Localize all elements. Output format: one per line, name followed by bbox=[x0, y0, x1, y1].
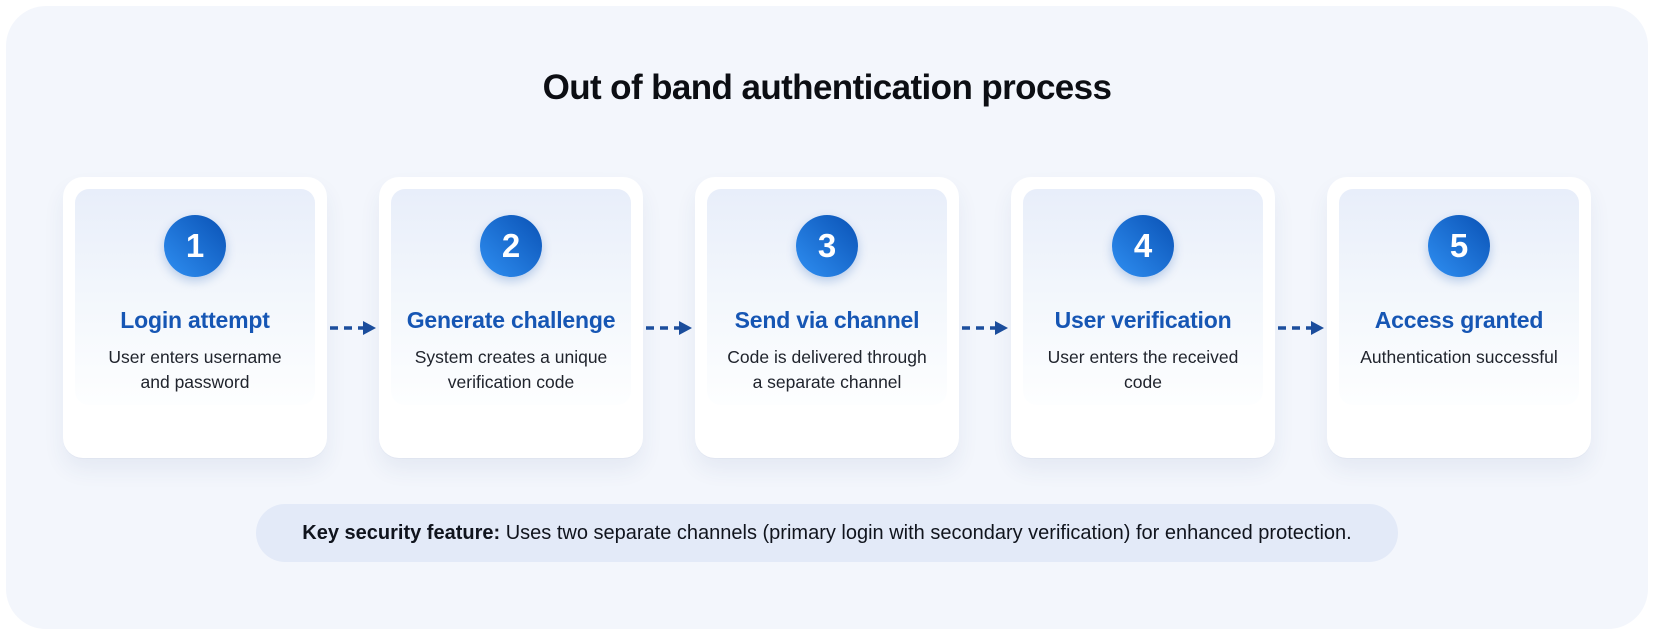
arrow-right-icon bbox=[962, 321, 1008, 335]
step-card-user-verification: 4 User verification User enters the rece… bbox=[1011, 177, 1275, 458]
step-number-badge: 1 bbox=[164, 215, 226, 277]
arrow-right-icon bbox=[330, 321, 376, 335]
arrow-right-icon bbox=[646, 321, 692, 335]
step-number-badge: 3 bbox=[796, 215, 858, 277]
step-card-send-via-channel: 3 Send via channel Code is delivered thr… bbox=[695, 177, 959, 458]
step-card-inner-panel: 1 Login attempt User enters username and… bbox=[75, 189, 315, 405]
step-title: Generate challenge bbox=[406, 307, 616, 333]
key-security-feature-note: Key security feature: Uses two separate … bbox=[256, 504, 1398, 562]
arrow-right-icon bbox=[1278, 321, 1324, 335]
step-card-generate-challenge: 2 Generate challenge System creates a un… bbox=[379, 177, 643, 458]
step-card-inner-panel: 2 Generate challenge System creates a un… bbox=[391, 189, 631, 405]
step-description: Code is delivered through a separate cha… bbox=[727, 347, 927, 392]
note-label: Key security feature: bbox=[302, 522, 501, 544]
step-card-login-attempt: 1 Login attempt User enters username and… bbox=[63, 177, 327, 458]
step-card-inner-panel: 5 Access granted Authentication successf… bbox=[1339, 189, 1579, 405]
note-text: Uses two separate channels (primary logi… bbox=[500, 522, 1352, 544]
step-card-access-granted: 5 Access granted Authentication successf… bbox=[1327, 177, 1591, 458]
step-description: User enters username and password bbox=[108, 347, 282, 392]
process-steps-row: 1 Login attempt User enters username and… bbox=[6, 177, 1648, 458]
step-description: User enters the received code bbox=[1047, 347, 1239, 392]
step-description: System creates a unique verification cod… bbox=[414, 347, 608, 392]
step-card-inner-panel: 3 Send via channel Code is delivered thr… bbox=[707, 189, 947, 405]
step-description: Authentication successful bbox=[1360, 347, 1558, 367]
step-title: Login attempt bbox=[120, 307, 270, 333]
step-title: Access granted bbox=[1374, 307, 1544, 333]
step-card-inner-panel: 4 User verification User enters the rece… bbox=[1023, 189, 1263, 405]
step-title: Send via channel bbox=[734, 307, 920, 333]
page-title: Out of band authentication process bbox=[542, 68, 1112, 107]
diagram-canvas: Out of band authentication process 1 Log… bbox=[6, 6, 1648, 629]
step-number-badge: 4 bbox=[1112, 215, 1174, 277]
step-number-badge: 2 bbox=[480, 215, 542, 277]
step-title: User verification bbox=[1054, 307, 1232, 333]
step-number-badge: 5 bbox=[1428, 215, 1490, 277]
